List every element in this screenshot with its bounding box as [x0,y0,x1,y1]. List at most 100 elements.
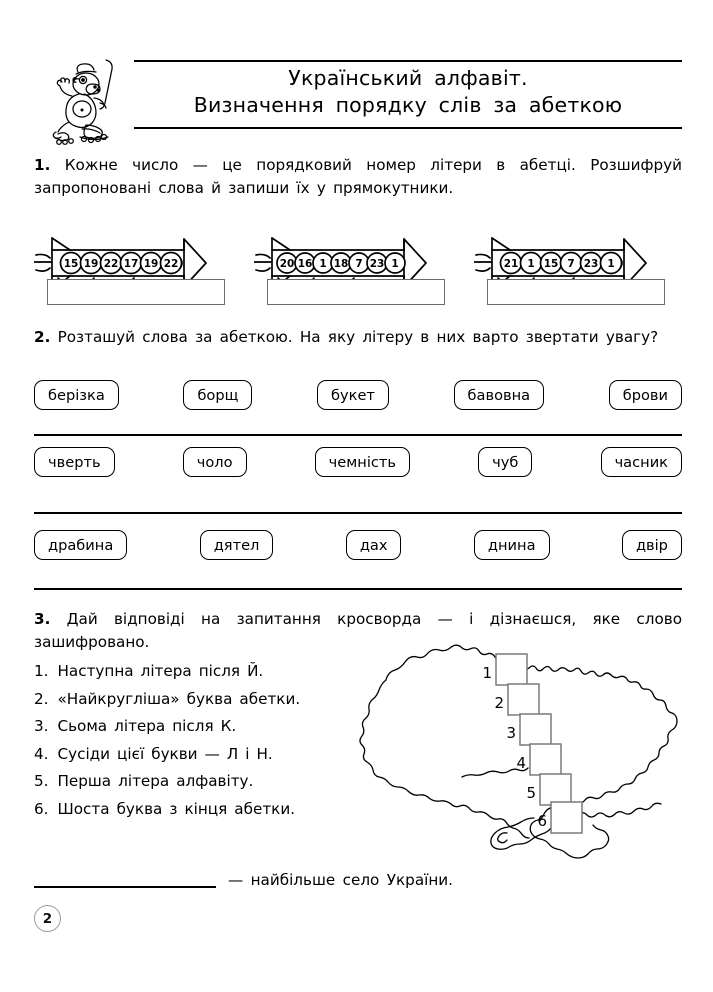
question-index-3: 3. [34,717,49,736]
question-text-1: Наступна літера після Й. [57,662,264,681]
word-pill-berizka[interactable]: берізка [34,380,119,410]
question-item-3: 3. Сьома літера після К. [34,713,364,741]
task-2-word-row-1: берізка борщ букет бавовна брови [34,379,682,411]
page-title-line-1: Український алфавіт. [288,66,528,90]
rocket-2-number-4: 7 [355,258,362,270]
question-text-4: Сусіди цієї букви — Л і Н. [57,744,273,763]
crossword-cells: 1 2 3 4 5 [482,653,583,834]
rocket-1-number-bubbles: 15 19 22 17 19 22 [59,251,183,275]
page-header: Український алфавіт. Визначення порядку … [34,54,682,150]
rocket-1-number-1: 19 [84,258,99,270]
crossword-cell-6: 6 [537,801,583,834]
word-pill-drabyna[interactable]: драбина [34,530,128,560]
crossword-cell-label-3: 3 [506,724,516,742]
title-rule-top [134,60,682,62]
question-item-4: 4. Сусіди цієї букви — Л і Н. [34,741,364,769]
task-3-text: Дай відповіді на запитання кросворда — і… [34,610,682,652]
rocket-3: 21 1 15 7 23 1 [474,214,670,309]
rocket-3-number-0: 21 [504,258,519,270]
word-row-divider-1 [34,434,682,436]
word-row-divider-2 [34,512,682,514]
question-item-2: 2. «Найкругліша» буква абетки. [34,686,364,714]
question-item-1: 1. Наступна літера після Й. [34,658,364,686]
question-text-2: «Найкругліша» буква абетки. [57,689,301,708]
rocket-3-number-1: 1 [527,258,534,270]
task-1-answer-box-3[interactable] [487,279,665,305]
task-2-word-row-2: чверть чоло чемність чуб часник [34,446,682,478]
rocket-3-number-bubbles: 21 1 15 7 23 1 [499,251,623,275]
word-pill-dvir[interactable]: двір [621,530,682,560]
rocket-3-number-5: 1 [607,258,614,270]
rocket-2-number-3: 18 [334,258,349,270]
word-pill-chemnist[interactable]: чемність [314,447,411,477]
question-index-1: 1. [34,662,49,681]
question-text-6: Шоста буква з кінця абетки. [57,799,296,818]
rocket-2-number-1: 16 [298,258,313,270]
word-pill-buket[interactable]: букет [317,380,389,410]
rocket-3-number-3: 7 [567,258,574,270]
task-1-answer-box-2[interactable] [267,279,445,305]
crossword-cell-label-5: 5 [526,784,536,802]
rocket-2-number-6: 1 [391,258,398,270]
question-index-2: 2. [34,689,49,708]
crossword-cell-label-6: 6 [537,812,547,830]
rocket-1-number-4: 19 [144,258,159,270]
page-title: Український алфавіт. Визначення порядку … [134,60,682,129]
word-pill-dnyna[interactable]: днина [473,530,550,560]
task-2-word-row-3: драбина дятел дах днина двір [34,529,682,561]
title-rule-bottom [134,126,682,129]
task-2-text: Розташуй слова за абеткою. На яку літеру… [57,328,659,346]
rocket-2-number-bubbles: 20 16 1 18 7 23 1 [276,252,406,274]
question-index-4: 4. [34,744,49,763]
map-of-ukraine: 1 2 3 4 5 [352,632,700,864]
rocket-1: 15 19 22 17 19 22 [34,214,230,309]
task-1-text: Кожне число — це порядковий номер літери… [34,156,682,198]
task-2-number: 2. [34,328,51,346]
crossword-cell-label-1: 1 [482,664,492,682]
rocket-1-number-3: 17 [124,258,139,270]
question-index-5: 5. [34,772,49,791]
word-row-divider-3 [34,588,682,590]
rocket-3-number-4: 23 [584,258,599,270]
word-pill-borshch[interactable]: борщ [183,380,253,410]
rocket-2-number-5: 23 [370,258,385,270]
word-pill-chasnyk[interactable]: часник [600,447,682,477]
crossword-cell-5: 5 [526,773,572,806]
question-item-5: 5. Перша літера алфавіту. [34,768,364,796]
hippo-on-rollerskates-with-hockey-stick-icon [34,54,130,150]
question-text-5: Перша літера алфавіту. [57,772,254,791]
task-1-rockets: 15 19 22 17 19 22 [34,214,682,309]
word-pill-bavovna[interactable]: бавовна [453,380,545,410]
crossword-cell-label-2: 2 [494,694,504,712]
question-item-6: 6. Шоста буква з кінця абетки. [34,796,364,824]
task-2-instruction: 2. Розташуй слова за абеткою. На яку літ… [34,326,682,349]
rocket-1-number-2: 22 [104,258,119,270]
word-pill-dakh[interactable]: дах [345,530,402,560]
task-1-number: 1. [34,156,51,174]
question-text-3: Сьома літера після К. [57,717,237,736]
question-index-6: 6. [34,799,49,818]
word-pill-cholo[interactable]: чоло [182,447,247,477]
task-1-answer-box-1[interactable] [47,279,225,305]
task-3-answer-row: — найбільше село України. [34,872,594,888]
word-pill-chvert[interactable]: чверть [34,447,115,477]
crossword-cell-label-4: 4 [516,754,526,772]
task-1-instruction: 1. Кожне число — це порядковий номер літ… [34,154,682,200]
task-3-number: 3. [34,610,51,628]
task-3-answer-prompt: — найбільше село України. [228,870,453,889]
rocket-2-number-0: 20 [280,258,295,270]
page-title-line-2: Визначення порядку слів за абеткою [193,93,623,118]
crossword-cell-1: 1 [482,653,528,686]
crossword-cell-4: 4 [516,743,562,776]
word-pill-chub[interactable]: чуб [478,447,533,477]
task-3-instruction: 3. Дай відповіді на запитання кросворда … [34,608,682,654]
crossword-cell-2: 2 [494,683,540,716]
word-pill-brovy[interactable]: брови [608,380,682,410]
task-3-answer-blank[interactable] [34,872,216,888]
word-pill-dyatel[interactable]: дятел [199,530,274,560]
page-number-badge: 2 [34,905,61,932]
crossword-cell-3: 3 [506,713,552,746]
rocket-1-number-0: 15 [64,258,79,270]
rocket-2-number-2: 1 [319,258,326,270]
